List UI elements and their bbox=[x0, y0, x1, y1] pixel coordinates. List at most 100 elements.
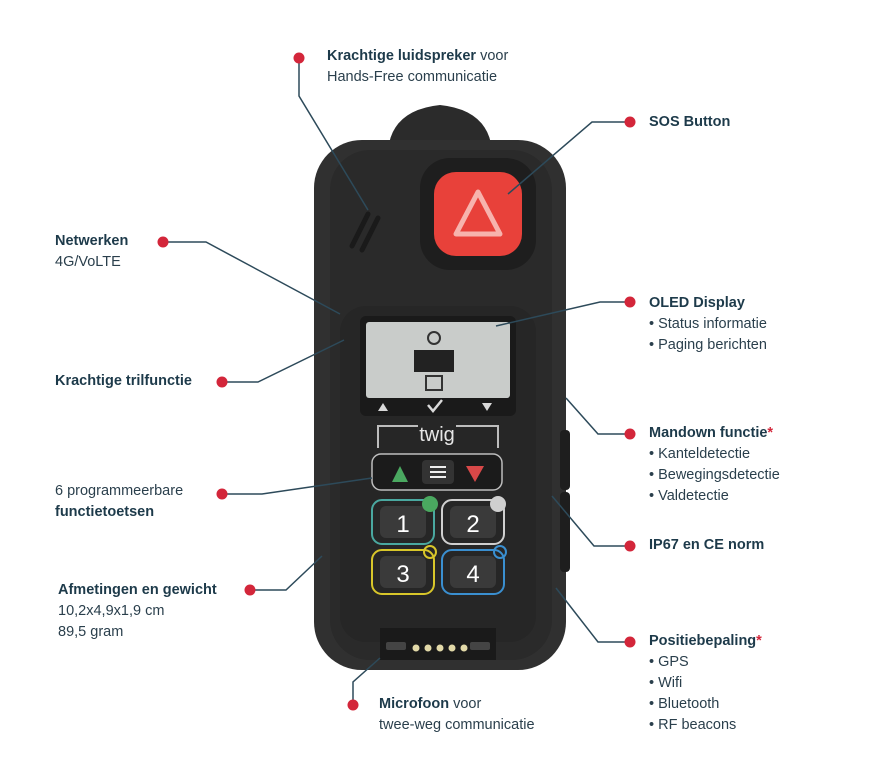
brand-logo: twig bbox=[419, 424, 455, 446]
callout-dot-mandown bbox=[624, 428, 636, 440]
screen-arrow-up-icon bbox=[378, 403, 388, 411]
label-position-item: • RF beacons bbox=[649, 717, 737, 733]
label-network-title: Netwerken bbox=[55, 233, 129, 249]
label-oled: OLED Display • Status informatie • Pagin… bbox=[649, 293, 767, 356]
label-dimensions-item: 89,5 gram bbox=[58, 624, 124, 640]
key-1 bbox=[380, 506, 426, 538]
key-3-indicator-icon bbox=[423, 545, 437, 559]
label-ip67: IP67 en CE norm bbox=[649, 535, 764, 556]
function-key-red-down-icon bbox=[466, 466, 484, 482]
label-mandown-item: • Valdetectie bbox=[649, 488, 729, 504]
label-speaker-suffix: voor bbox=[476, 48, 509, 64]
label-sos: SOS Button bbox=[649, 112, 730, 133]
key-2-frame bbox=[441, 499, 505, 545]
label-oled-item: • Status informatie bbox=[649, 316, 767, 332]
callout-dot-mic bbox=[347, 699, 359, 711]
function-key-green-up-icon bbox=[392, 466, 408, 482]
side-button-upper bbox=[560, 430, 570, 490]
label-speaker-title: Krachtige luidspreker bbox=[327, 48, 477, 64]
label-mandown-star: * bbox=[767, 425, 774, 441]
key-3-label: 3 bbox=[396, 561, 409, 588]
side-button-lower bbox=[560, 492, 570, 572]
label-mic-suffix: voor bbox=[449, 696, 482, 712]
charging-pin bbox=[448, 644, 456, 652]
screen-status-icon bbox=[427, 331, 441, 345]
label-mandown-item: • Kanteldetectie bbox=[649, 446, 751, 462]
label-mandown: Mandown functie* • Kanteldetectie • Bewe… bbox=[649, 423, 780, 507]
label-dimensions-title: Afmetingen en gewicht bbox=[58, 582, 217, 598]
label-position: Positiebepaling* • GPS • Wifi • Bluetoot… bbox=[649, 631, 762, 736]
callout-dot-position bbox=[624, 636, 636, 648]
label-mic-title: Microfoon bbox=[379, 696, 450, 712]
sos-triangle-icon bbox=[453, 189, 503, 237]
charging-pin bbox=[412, 644, 420, 652]
charging-pin bbox=[436, 644, 444, 652]
callout-dot-oled bbox=[624, 296, 636, 308]
label-dimensions: Afmetingen en gewicht 10,2x4,9x1,9 cm 89… bbox=[58, 580, 217, 643]
label-vibration-title: Krachtige trilfunctie bbox=[55, 373, 192, 389]
callout-dot-dimensions bbox=[244, 584, 256, 596]
callout-line-mandown bbox=[565, 397, 628, 435]
label-network-desc: 4G/VoLTE bbox=[55, 254, 121, 270]
key-2-label: 2 bbox=[466, 511, 479, 538]
label-vibration: Krachtige trilfunctie bbox=[55, 371, 192, 392]
callout-line-vibration bbox=[222, 339, 345, 383]
callout-line-speaker bbox=[298, 58, 369, 211]
key-3-frame bbox=[371, 549, 435, 595]
label-oled-title: OLED Display bbox=[649, 295, 745, 311]
callout-line-network bbox=[163, 241, 341, 315]
callout-line-dimensions bbox=[250, 555, 323, 591]
label-mandown-title: Mandown functie bbox=[649, 425, 768, 441]
callout-line-sos bbox=[507, 121, 628, 195]
label-oled-item: • Paging berichten bbox=[649, 337, 767, 353]
label-network: Netwerken 4G/VoLTE bbox=[55, 231, 128, 273]
label-mic-desc: twee-weg communicatie bbox=[379, 717, 535, 733]
callout-lines bbox=[163, 58, 628, 705]
callout-dot-ip67 bbox=[624, 540, 636, 552]
label-speaker-desc: Hands-Free communicatie bbox=[327, 69, 498, 85]
brand-bracket bbox=[377, 425, 499, 448]
label-position-item: • Wifi bbox=[649, 675, 683, 691]
label-mic: Microfoon voor twee-weg communicatie bbox=[379, 694, 535, 736]
callout-dot-keys bbox=[216, 488, 228, 500]
key-1-frame bbox=[371, 499, 435, 545]
screen-nfc-icon bbox=[425, 375, 443, 391]
connector-slot bbox=[470, 642, 490, 650]
label-position-star: * bbox=[756, 633, 762, 649]
label-mandown-item: • Bewegingsdetectie bbox=[649, 467, 780, 483]
label-ip67-title: IP67 en CE norm bbox=[649, 537, 765, 553]
key-1-label: 1 bbox=[396, 511, 409, 538]
callout-dot-speaker bbox=[293, 52, 305, 64]
key-4 bbox=[450, 556, 496, 588]
label-position-item: • GPS bbox=[649, 654, 689, 670]
callout-line-oled bbox=[495, 301, 628, 327]
sos-button bbox=[434, 172, 522, 256]
callout-dots bbox=[157, 52, 636, 711]
charging-pin bbox=[424, 644, 432, 652]
callout-dot-vibration bbox=[216, 376, 228, 388]
speaker-slot bbox=[349, 211, 371, 249]
device-clip bbox=[388, 105, 492, 150]
callout-dot-network bbox=[157, 236, 169, 248]
label-speaker: Krachtige luidspreker voor Hands-Free co… bbox=[327, 46, 508, 88]
screen-person-icon bbox=[414, 350, 454, 372]
speaker-slot bbox=[359, 215, 381, 253]
label-position-item: • Bluetooth bbox=[649, 696, 720, 712]
key-4-label: 4 bbox=[466, 561, 479, 588]
key-2 bbox=[450, 506, 496, 538]
label-dimensions-item: 10,2x4,9x1,9 cm bbox=[58, 603, 165, 619]
minus-icon bbox=[422, 496, 438, 512]
screen-arrow-down-icon bbox=[482, 403, 492, 411]
label-position-title: Positiebepaling bbox=[649, 633, 757, 649]
label-sos-title: SOS Button bbox=[649, 114, 731, 130]
bottom-connector bbox=[380, 628, 496, 660]
callout-dot-sos bbox=[624, 116, 636, 128]
connector-slot bbox=[386, 642, 406, 650]
callout-line-position bbox=[555, 587, 628, 643]
label-keys6-title: functietoetsen bbox=[55, 504, 155, 520]
callout-line-mic bbox=[352, 657, 381, 705]
callout-line-ip67 bbox=[551, 495, 628, 547]
key-4-indicator-icon bbox=[493, 545, 507, 559]
charging-pin bbox=[460, 644, 468, 652]
